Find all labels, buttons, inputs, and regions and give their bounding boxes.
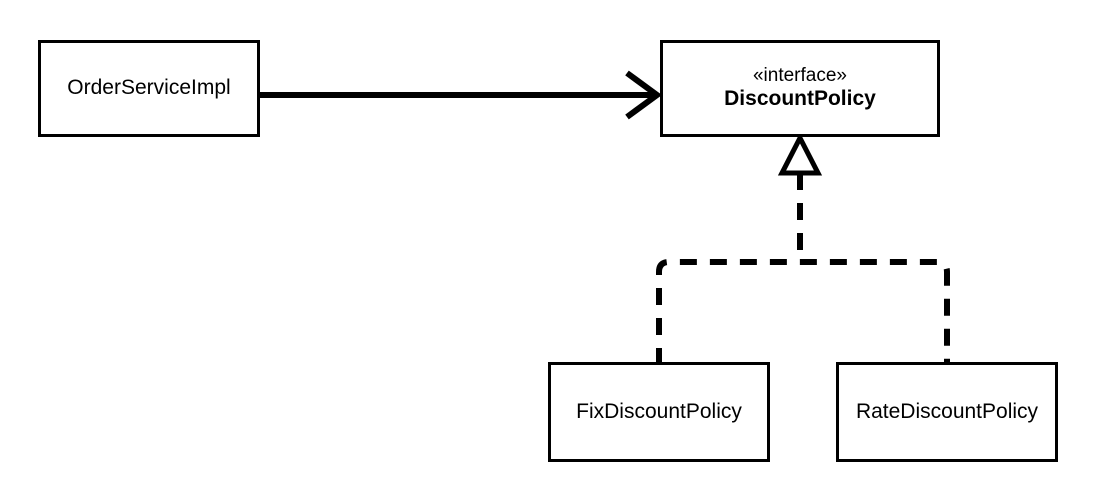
class-name-ratediscountpolicy: RateDiscountPolicy — [855, 399, 1039, 423]
class-box-fixdiscountpolicy[interactable]: FixDiscountPolicy — [548, 362, 770, 462]
class-name-discountpolicy: DiscountPolicy — [724, 87, 876, 111]
edge-orderserviceimpl-to-discountpolicy — [260, 70, 663, 120]
stereotype-label-interface: «interface» — [752, 64, 847, 86]
interface-box-discountpolicy[interactable]: «interface» DiscountPolicy — [660, 40, 940, 137]
class-box-ratediscountpolicy[interactable]: RateDiscountPolicy — [836, 362, 1058, 462]
realization-dashed-tree — [656, 173, 950, 365]
class-box-orderserviceimpl[interactable]: OrderServiceImpl — [38, 40, 260, 137]
realization-arrowhead-group — [777, 132, 823, 176]
class-name-fixdiscountpolicy: FixDiscountPolicy — [576, 399, 742, 423]
realization-bracket — [656, 259, 950, 365]
open-arrowhead-icon — [625, 70, 663, 120]
class-name-orderserviceimpl: OrderServiceImpl — [67, 76, 231, 100]
hollow-triangle-icon — [777, 132, 823, 176]
